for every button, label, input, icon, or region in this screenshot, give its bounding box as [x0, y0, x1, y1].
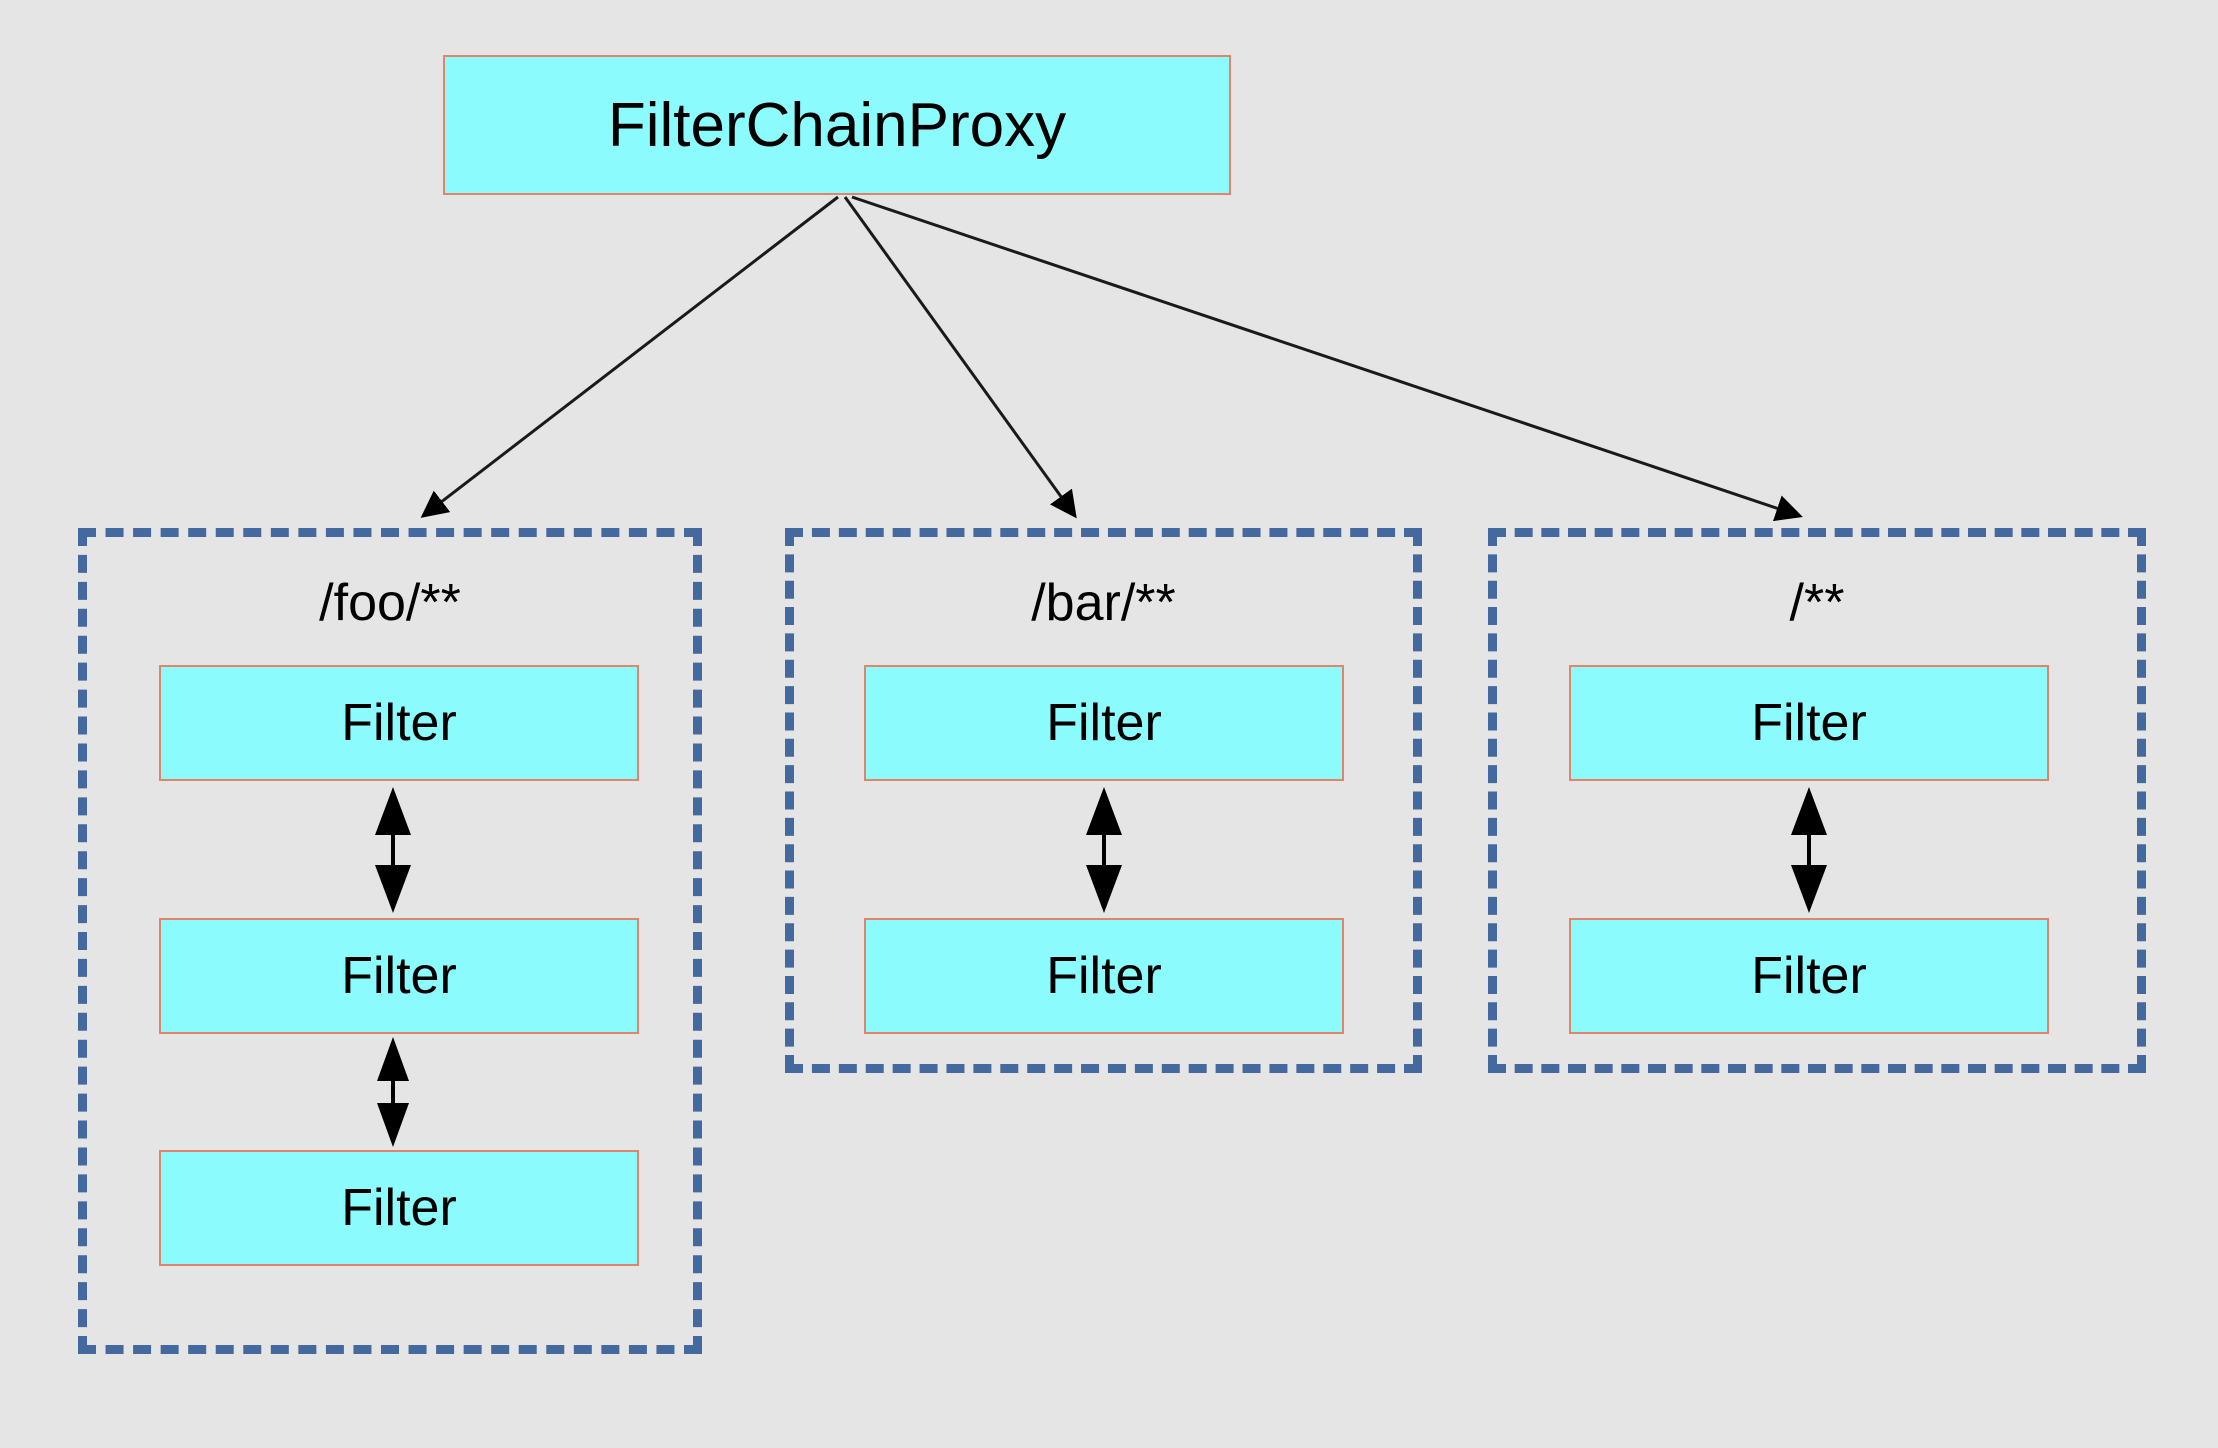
chain-pattern-label-foo: /foo/** — [319, 574, 461, 632]
security-filter-chain-foo[interactable]: /foo/** Filter Filter Filter — [78, 528, 702, 1354]
filter-link-arrow — [1791, 787, 1827, 913]
chain-pattern-label-any: /** — [1789, 574, 1845, 632]
filter-label: Filter — [1751, 947, 1867, 1005]
filter-label: Filter — [1046, 947, 1162, 1005]
filter-node[interactable]: Filter — [864, 918, 1344, 1034]
filter-label: Filter — [1046, 694, 1162, 752]
filter-node[interactable]: Filter — [159, 918, 639, 1034]
filter-node[interactable]: Filter — [1569, 918, 2049, 1034]
edge-root-to-foo — [420, 195, 839, 518]
filter-node[interactable]: Filter — [1569, 665, 2049, 781]
chain-pattern-label-bar: /bar/** — [1031, 574, 1176, 632]
filter-chain-proxy-label: FilterChainProxy — [607, 90, 1067, 160]
filter-node[interactable]: Filter — [159, 1150, 639, 1266]
filter-node[interactable]: Filter — [159, 665, 639, 781]
edge-root-to-bar — [843, 196, 1077, 519]
filter-label: Filter — [341, 947, 457, 1005]
filter-node[interactable]: Filter — [864, 665, 1344, 781]
filter-label: Filter — [341, 694, 457, 752]
security-filter-chain-bar[interactable]: /bar/** Filter Filter — [785, 528, 1422, 1073]
filter-link-arrow — [377, 1037, 409, 1147]
filter-chain-proxy-node[interactable]: FilterChainProxy — [443, 55, 1231, 195]
filter-link-arrow — [1086, 787, 1122, 913]
edge-root-to-any — [851, 195, 1803, 522]
filter-label: Filter — [341, 1179, 457, 1237]
filter-link-arrow — [375, 787, 411, 913]
security-filter-chain-any[interactable]: /** Filter Filter — [1488, 528, 2146, 1073]
filter-label: Filter — [1751, 694, 1867, 752]
